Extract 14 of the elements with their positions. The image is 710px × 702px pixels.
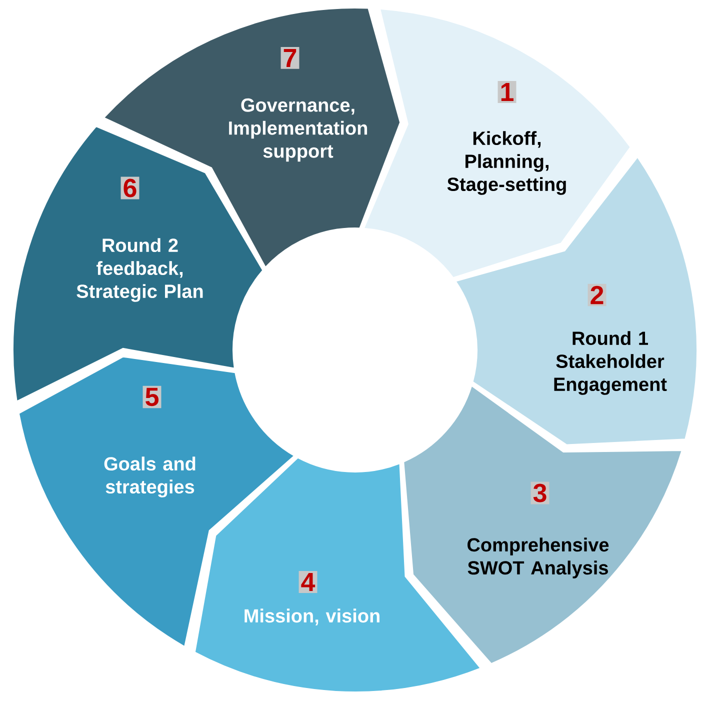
step-label: Round 1 Stakeholder Engagement	[554, 331, 667, 395]
step-number: 6	[120, 176, 140, 200]
step-label: Mission, vision	[244, 608, 380, 626]
step-number: 4	[298, 571, 318, 593]
step-number: 7	[280, 47, 300, 69]
step-number: 5	[142, 386, 162, 408]
step-label: Round 2 feedback, Strategic Plan	[76, 238, 203, 302]
step-label: Goals and strategies	[104, 456, 196, 498]
step-number: 1	[498, 81, 516, 103]
step-number: 2	[588, 284, 606, 306]
step-number: 3	[530, 482, 550, 504]
step-label: Governance, Implementation support	[229, 98, 368, 162]
step-label: Comprehensive SWOT Analysis	[468, 538, 609, 578]
step-label: Kickoff, Planning, Stage-setting	[447, 131, 566, 195]
